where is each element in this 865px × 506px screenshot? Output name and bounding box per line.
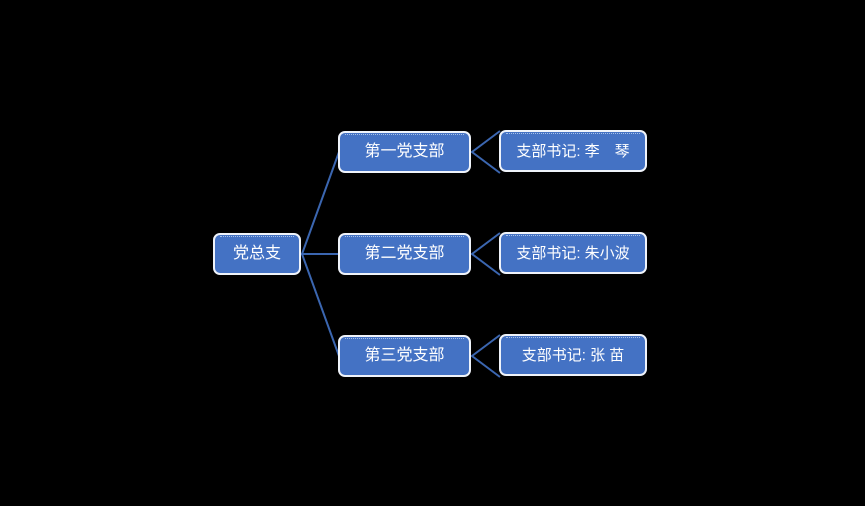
node-branch-1[interactable]: 第一党支部 — [338, 131, 471, 173]
node-secretary-1[interactable]: 支部书记: 李 琴 — [499, 130, 647, 172]
node-secretary-2[interactable]: 支部书记: 朱小波 — [499, 232, 647, 274]
connector-branch-2-to-secretary-2 — [470, 232, 501, 276]
node-branch-3[interactable]: 第三党支部 — [338, 335, 471, 377]
connector-root-to-branch-1 — [301, 151, 340, 255]
connector-branch-1-to-secretary-1 — [470, 130, 501, 174]
node-secretary-3[interactable]: 支部书记: 张 苗 — [499, 334, 647, 376]
node-party-general-branch[interactable]: 党总支 — [213, 233, 301, 275]
connector-branch-3-to-secretary-3 — [470, 334, 501, 378]
connector-root-to-branch-3 — [301, 253, 340, 357]
node-branch-2[interactable]: 第二党支部 — [338, 233, 471, 275]
